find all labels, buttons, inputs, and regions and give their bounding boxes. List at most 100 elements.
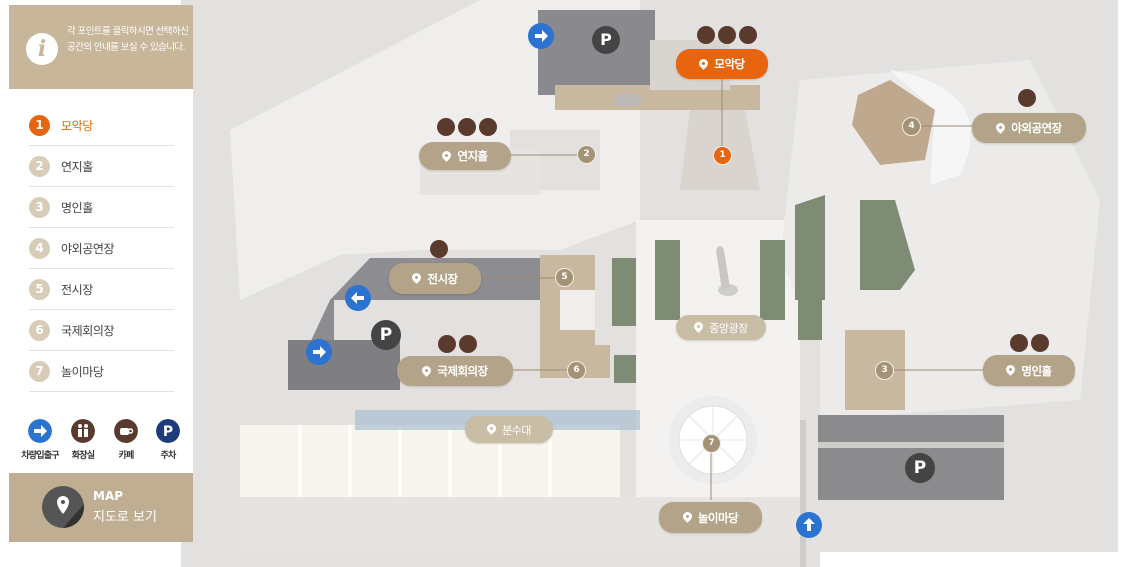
- map-button-title: MAP: [93, 489, 124, 503]
- label-text: 연지홀: [457, 149, 488, 163]
- location-pin-icon: [697, 56, 711, 70]
- place-item-outdoor[interactable]: 4 야외공연장: [29, 228, 174, 269]
- cafe-icon: [459, 335, 477, 353]
- label-text: 명인홀: [1021, 363, 1052, 378]
- parking-icon: P: [156, 419, 180, 443]
- place-number: 1: [29, 114, 50, 136]
- label-text: 놀이마당: [697, 510, 739, 525]
- map-marker-7[interactable]: 7: [702, 434, 721, 453]
- location-pin-icon: [420, 363, 434, 377]
- place-item-exhibition[interactable]: 5 전시장: [29, 269, 174, 310]
- label-moakdang[interactable]: 모악당: [676, 49, 768, 79]
- place-number: 3: [29, 196, 50, 218]
- arrow-icon: [796, 512, 822, 538]
- place-list: 1 모악당 2 연지홀 3 명인홀 4 야외공연장 5 전시장 6 국제회의장 7 놀이마당: [29, 105, 174, 392]
- place-label: 야외공연장: [61, 241, 115, 256]
- facility-icons: [1018, 89, 1036, 107]
- label-plaza[interactable]: 중앙광장: [676, 315, 766, 340]
- legend-item: P 주차: [147, 419, 189, 461]
- location-pin-icon: [485, 422, 498, 435]
- place-item-yeonjihall[interactable]: 2 연지홀: [29, 146, 174, 187]
- restroom-icon: [1018, 89, 1036, 107]
- map-view-button[interactable]: MAP 지도로 보기: [9, 473, 193, 542]
- facility-icons: [430, 240, 448, 258]
- label-yeonjihall[interactable]: 연지홀: [419, 142, 511, 170]
- legend-label: 차량입출구: [21, 451, 59, 461]
- legend-label: 화장실: [71, 451, 95, 461]
- location-pin-icon: [410, 271, 424, 284]
- legend-item: 차량입출구: [19, 419, 61, 461]
- arrow-icon: [345, 285, 371, 311]
- parking-icon: [739, 26, 757, 44]
- place-label: 모악당: [61, 118, 93, 133]
- facility-icons: [437, 118, 497, 136]
- place-label: 놀이마당: [61, 364, 104, 379]
- legend-label: 주차: [160, 451, 177, 461]
- facility-icons: [438, 335, 477, 353]
- location-pin-icon: [680, 510, 694, 523]
- parking-icon: P: [592, 26, 620, 54]
- parking-icon: P: [905, 453, 935, 483]
- label-text: 야외공연장: [1011, 121, 1062, 135]
- restroom-icon: [1010, 334, 1028, 352]
- cafe-icon: [458, 118, 476, 136]
- place-label: 전시장: [61, 282, 93, 297]
- map-marker-5[interactable]: 5: [555, 268, 574, 287]
- map-button-subtitle: 지도로 보기: [93, 510, 157, 525]
- label-text: 중앙광장: [709, 321, 748, 335]
- map-marker-6[interactable]: 6: [567, 361, 586, 380]
- restroom-icon: [71, 419, 95, 443]
- place-number: 2: [29, 155, 50, 177]
- label-playground[interactable]: 놀이마당: [659, 502, 762, 533]
- legend-item: 화장실: [62, 419, 104, 461]
- place-item-myeonginhall[interactable]: 3 명인홀: [29, 187, 174, 228]
- restroom-icon: [437, 118, 455, 136]
- label-myeonginhall[interactable]: 명인홀: [983, 355, 1075, 386]
- parking-icon: P: [371, 320, 401, 350]
- label-text: 전시장: [427, 271, 458, 286]
- map-marker-3[interactable]: 3: [875, 361, 894, 380]
- location-pin-icon: [440, 148, 454, 162]
- label-exhibition[interactable]: 전시장: [389, 263, 481, 294]
- sidebar: i 각 포인트를 클릭하시면 선택하신 공간의 안내를 보실 수 있습니다. 1…: [9, 5, 193, 542]
- place-item-moakdang[interactable]: 1 모악당: [29, 105, 174, 146]
- facility-icons: [1010, 334, 1049, 352]
- label-fountain[interactable]: 분수대: [465, 416, 553, 443]
- info-box: i 각 포인트를 클릭하시면 선택하신 공간의 안내를 보실 수 있습니다.: [9, 5, 193, 89]
- label-conference[interactable]: 국제회의장: [397, 356, 513, 386]
- label-text: 모악당: [714, 57, 745, 71]
- map-marker-1[interactable]: 1: [713, 146, 732, 165]
- place-item-conference[interactable]: 6 국제회의장: [29, 310, 174, 351]
- label-outdoor[interactable]: 야외공연장: [972, 113, 1086, 143]
- arrow-icon: [528, 23, 554, 49]
- facility-icons: [697, 26, 757, 44]
- restroom-icon: [697, 26, 715, 44]
- place-number: 7: [29, 360, 50, 382]
- place-item-playground[interactable]: 7 놀이마당: [29, 351, 174, 392]
- location-pin-icon: [1004, 363, 1018, 376]
- place-label: 국제회의장: [61, 323, 115, 338]
- restroom-icon: [438, 335, 456, 353]
- location-pin-icon: [994, 120, 1008, 134]
- label-text: 국제회의장: [437, 364, 488, 378]
- map-marker-2[interactable]: 2: [577, 145, 596, 164]
- location-pin-icon: [692, 320, 706, 333]
- place-label: 명인홀: [61, 200, 93, 215]
- arrow-icon: [306, 339, 332, 365]
- restroom-icon: [430, 240, 448, 258]
- cafe-icon: [718, 26, 736, 44]
- cafe-icon: [1031, 334, 1049, 352]
- place-number: 6: [29, 319, 50, 341]
- info-icon: i: [26, 33, 58, 65]
- place-label: 연지홀: [61, 159, 93, 174]
- place-number: 5: [29, 278, 50, 300]
- parking-icon: [479, 118, 497, 136]
- svg-text:P: P: [163, 424, 173, 440]
- map-marker-4[interactable]: 4: [902, 117, 921, 136]
- legend-label: 카페: [118, 451, 135, 461]
- place-number: 4: [29, 237, 50, 259]
- info-text: 각 포인트를 클릭하시면 선택하신 공간의 안내를 보실 수 있습니다.: [67, 26, 189, 53]
- arrow-icon: [28, 419, 52, 443]
- label-text: 분수대: [502, 423, 531, 437]
